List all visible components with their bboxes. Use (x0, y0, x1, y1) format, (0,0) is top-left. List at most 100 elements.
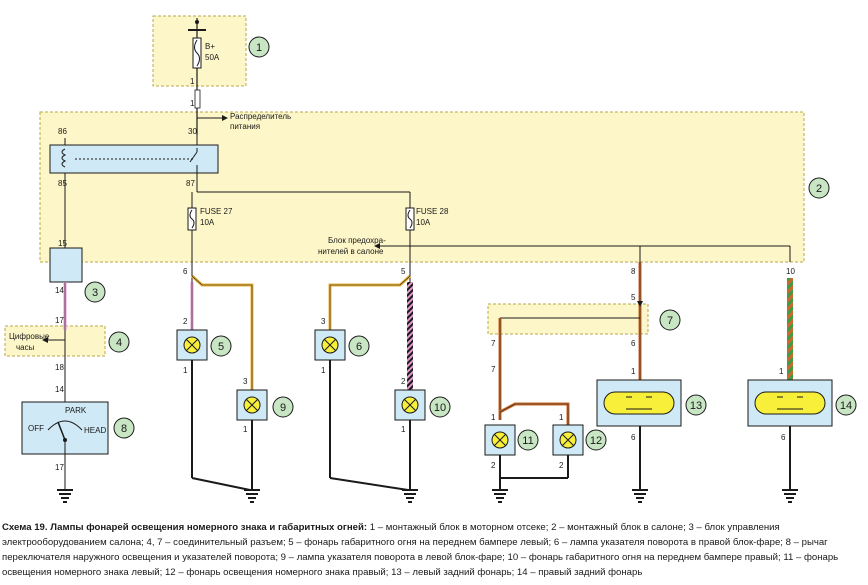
pin-label: 1 (183, 366, 188, 375)
pin-label: 1 (491, 413, 496, 422)
svg-text:12: 12 (590, 435, 602, 447)
ground-icon (244, 489, 260, 503)
callout-4: 4 (108, 331, 130, 353)
clock-label-2: часы (16, 343, 35, 352)
pin-label: 30 (188, 127, 197, 136)
callout-12: 12 (585, 429, 607, 451)
fuse-block-label-1: Блок предохра- (328, 236, 386, 245)
lamp-icon (403, 398, 417, 412)
battery-terminal-icon (195, 20, 199, 24)
schematic: B+ 50A 1 1 Распределитель питания 86 30 … (4, 15, 857, 503)
pin-label: 1 (321, 366, 326, 375)
callout-10: 10 (429, 396, 451, 418)
ground-icon (782, 489, 798, 503)
pin-label: 1 (190, 99, 195, 108)
svg-text:1: 1 (256, 42, 262, 54)
lamp-icon (626, 396, 652, 410)
pin-label: 6 (781, 433, 786, 442)
figure-caption: Схема 19. Лампы фонарей освещения номерн… (2, 520, 864, 580)
callout-7: 7 (659, 309, 681, 331)
fuse-28-label: FUSE 28 (416, 207, 449, 216)
pin-label: 2 (559, 461, 564, 470)
relay-switch-icon (189, 151, 198, 163)
ground-icon (492, 489, 508, 503)
pin-label: 5 (401, 267, 406, 276)
lamp-icon (245, 398, 259, 412)
callout-2: 2 (808, 177, 830, 199)
pin-label: 1 (401, 425, 406, 434)
pin-label: 10 (786, 267, 795, 276)
fuse-27-label: FUSE 27 (200, 207, 233, 216)
svg-text:13: 13 (690, 400, 702, 412)
svg-text:5: 5 (218, 341, 224, 353)
pin-label: 1 (779, 367, 784, 376)
callout-11: 11 (517, 429, 539, 451)
relay (49, 144, 219, 174)
pin-label: 3 (243, 377, 248, 386)
switch-arc-icon (47, 420, 83, 431)
svg-text:9: 9 (280, 402, 286, 414)
pin-label: 3 (321, 317, 326, 326)
pin-label: 7 (491, 365, 496, 374)
pin-label: 2 (183, 317, 188, 326)
callout-13: 13 (685, 394, 707, 416)
svg-text:2: 2 (816, 183, 822, 195)
svg-text:3: 3 (92, 287, 98, 299)
pin-label: 1 (190, 77, 195, 86)
pin-label: 2 (491, 461, 496, 470)
lamp-icon (493, 433, 507, 447)
pin-label: 85 (58, 179, 67, 188)
pin-label: 6 (183, 267, 188, 276)
pin-label: 5 (631, 293, 636, 302)
pin-label: 7 (491, 339, 496, 348)
pin-label: 1 (559, 413, 564, 422)
relay-coil-icon (61, 148, 67, 168)
pin-label: 17 (55, 463, 64, 472)
pin-label: 15 (58, 239, 67, 248)
callout-6: 6 (348, 335, 370, 357)
svg-text:14: 14 (840, 400, 852, 412)
pin-label: 6 (631, 339, 636, 348)
pin-label: 17 (55, 316, 64, 325)
main-fuse-label-1: B+ (205, 42, 215, 51)
control-unit-3 (49, 247, 83, 283)
svg-text:6: 6 (356, 341, 362, 353)
svg-text:4: 4 (116, 337, 122, 349)
caption-title: Схема 19. Лампы фонарей освещения номерн… (2, 522, 368, 533)
pin-label: 1 (631, 367, 636, 376)
switch-park-label: PARK (65, 406, 87, 415)
connector-7 (487, 303, 649, 335)
ground-icon (402, 489, 418, 503)
ground-icon (57, 489, 73, 503)
lamp-icon (561, 433, 575, 447)
svg-text:7: 7 (667, 315, 673, 327)
svg-text:10: 10 (434, 402, 446, 414)
callout-8: 8 (113, 417, 135, 439)
pin-label: 14 (55, 385, 64, 394)
distributor-label-1: Распределитель (230, 112, 291, 121)
pin-label: 1 (243, 425, 248, 434)
lamp-icon (777, 396, 803, 410)
svg-text:8: 8 (121, 423, 127, 435)
pin-label: 6 (631, 433, 636, 442)
callout-14: 14 (835, 394, 857, 416)
distributor-label-2: питания (230, 122, 260, 131)
pin-label: 87 (186, 179, 195, 188)
pin-label: 14 (55, 286, 64, 295)
svg-text:11: 11 (522, 435, 533, 447)
switch-off-label: OFF (28, 424, 44, 433)
callout-9: 9 (272, 396, 294, 418)
fuse-27-rating: 10A (200, 218, 215, 227)
fuse-28-rating: 10A (416, 218, 431, 227)
pin-label: 86 (58, 127, 67, 136)
caption-text: 1 – монтажный блок в моторном отсеке; 2 … (2, 522, 839, 578)
ground-icon (632, 489, 648, 503)
main-fuse-label-2: 50A (205, 53, 220, 62)
fuse-block-label-2: нителей в салоне (318, 247, 384, 256)
callout-5: 5 (210, 335, 232, 357)
clock-label-1: Цифровые (9, 332, 50, 341)
lamp-icon (323, 338, 337, 352)
callout-1: 1 (248, 36, 270, 58)
connector-4 (4, 325, 106, 357)
